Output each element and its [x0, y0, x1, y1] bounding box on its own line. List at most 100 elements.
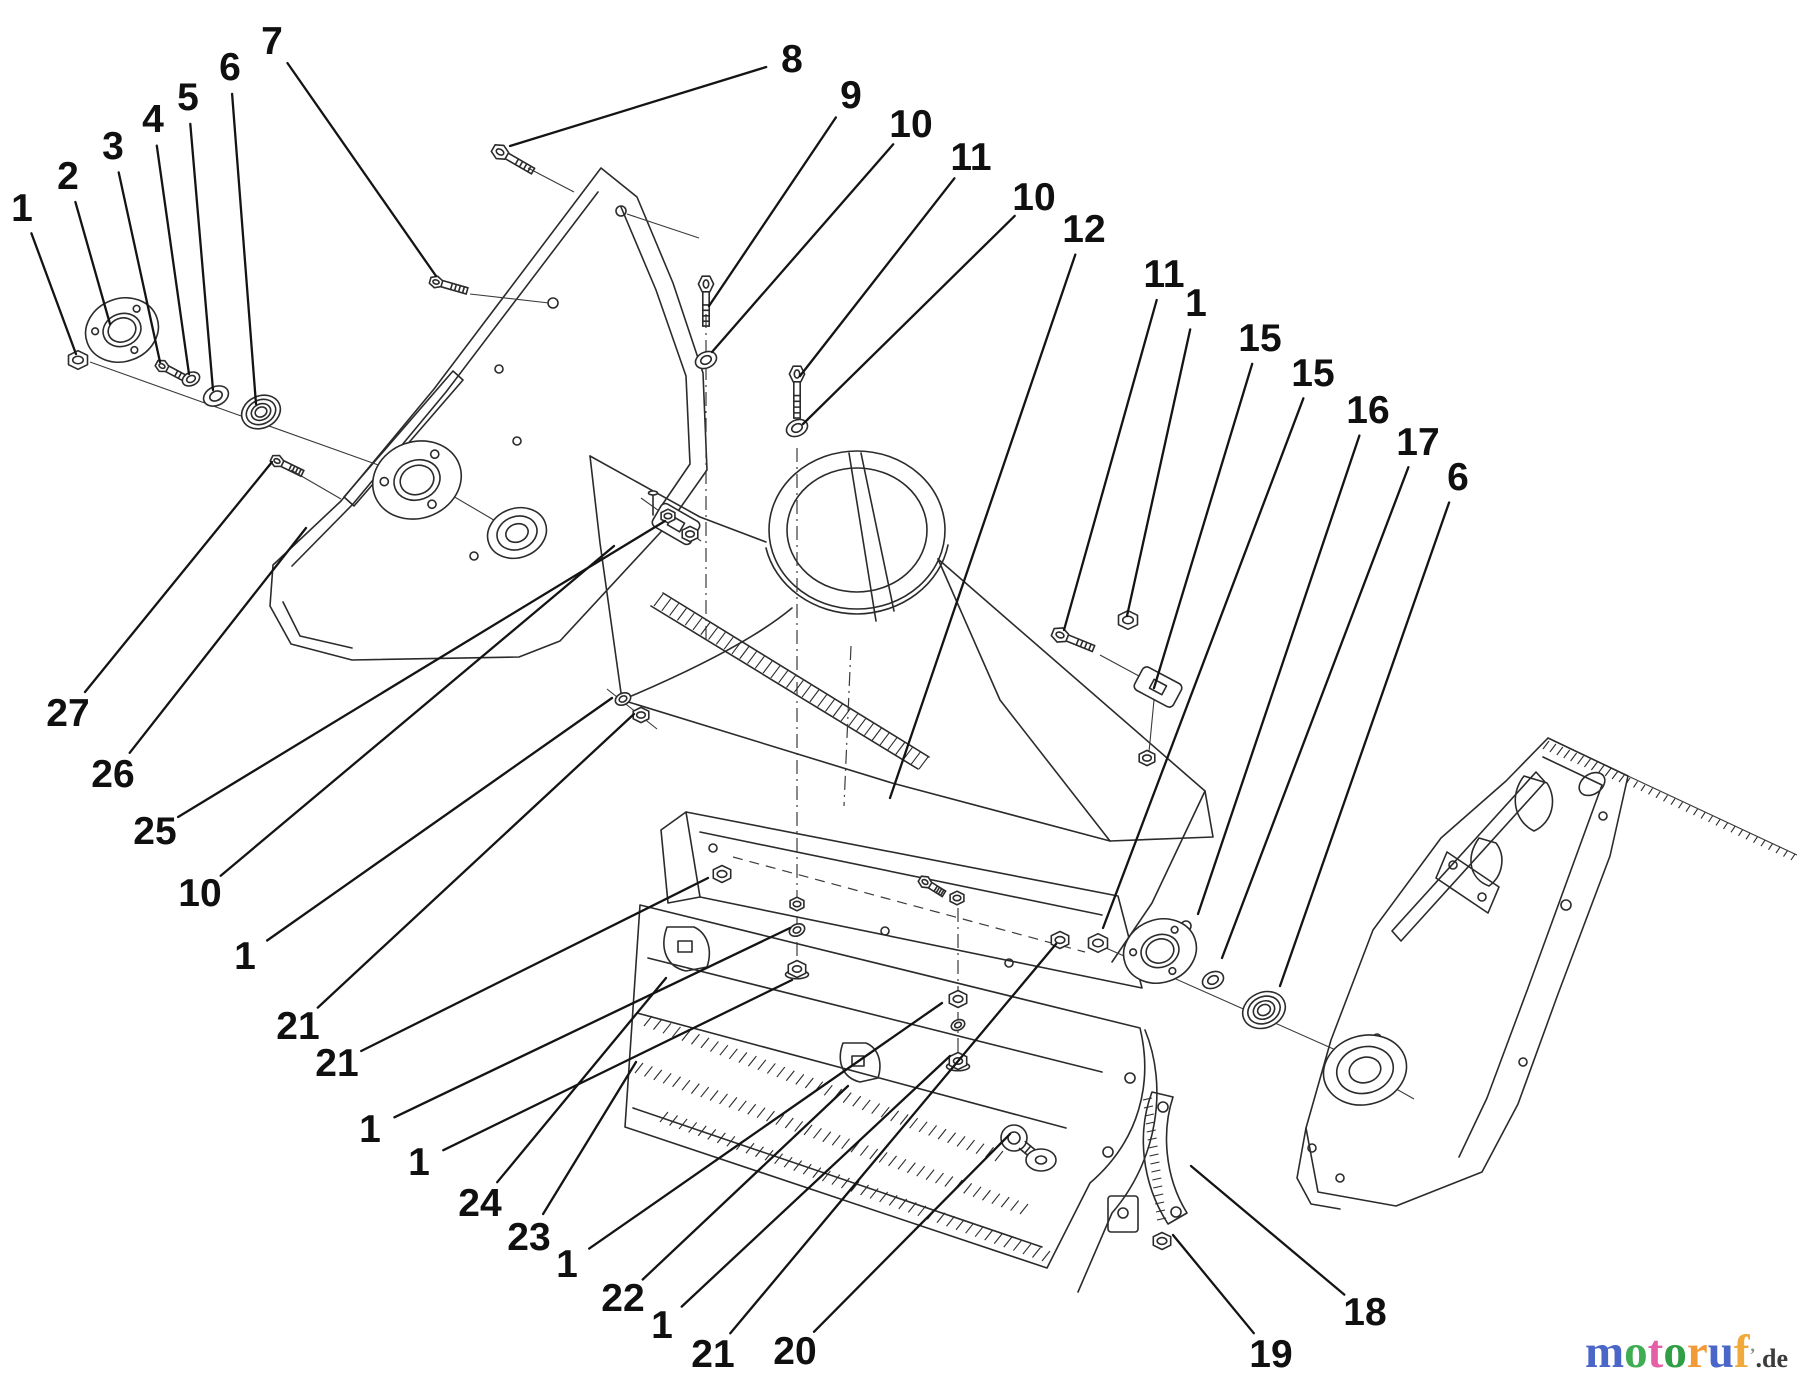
hatch-tick-4 [783, 1156, 793, 1168]
leader-line-3-ref-4 [155, 144, 191, 376]
right-plate-cutout1 [1514, 775, 1554, 832]
hatch-tick-0 [778, 670, 789, 684]
part-nut-18 [681, 525, 699, 543]
hatch-tick-6 [1648, 788, 1653, 795]
motoruf-logo[interactable]: motoruf’.de [1585, 1329, 1788, 1376]
left-plate-hole [547, 297, 559, 309]
hatch-tick-5 [1155, 1209, 1166, 1213]
callout-label-4-ref-5: 5 [177, 76, 199, 119]
housing-serrated-lip-bottom [650, 605, 919, 770]
callout-label-8-ref-9: 9 [840, 74, 862, 117]
hatch-tick-2 [823, 1084, 833, 1096]
callout-label-5-ref-6: 6 [219, 46, 241, 89]
hatch-tick-2 [956, 1136, 966, 1147]
hatch-tick-4 [774, 1153, 784, 1165]
hatch-tick-4 [869, 1188, 879, 1199]
motoruf-logo-suffix: .de [1755, 1344, 1789, 1373]
hatch-tick-3 [822, 1131, 832, 1143]
hatch-tick-4 [1041, 1250, 1051, 1262]
hatch-tick-6 [1670, 798, 1676, 806]
housing-right-gusset [937, 558, 1214, 842]
part-nut-33 [949, 890, 965, 906]
logo-letter: t [1647, 1326, 1664, 1378]
hatch-tick-4 [755, 1146, 764, 1158]
hatch-tick-3 [935, 1172, 944, 1184]
hatch-tick-1 [1563, 749, 1571, 759]
right-side-plate [1296, 737, 1629, 1210]
baffle-hole [880, 926, 890, 936]
right-plate-cutout2 [1470, 837, 1503, 887]
adjuster-arm-hole [1170, 1206, 1182, 1218]
hatch-tick-1 [1611, 770, 1619, 780]
hatch-tick-6 [1768, 843, 1773, 850]
axis-line-11 [606, 688, 658, 730]
hatch-tick-2 [909, 1117, 919, 1129]
hatch-tick-2 [662, 1022, 672, 1034]
hatch-tick-2 [766, 1063, 776, 1074]
motoruf-logo-word: motoruf [1585, 1329, 1749, 1376]
logo-letter: m [1585, 1326, 1625, 1378]
hatch-tick-5 [1146, 1129, 1156, 1133]
hatch-tick-6 [1663, 794, 1668, 802]
hatch-tick-4 [726, 1135, 736, 1147]
hatch-tick-2 [700, 1037, 710, 1049]
leader-line-0-ref-1 [30, 232, 78, 356]
callout-label-23-ref-10: 10 [178, 872, 221, 915]
callout-label-26-ref-21: 21 [315, 1042, 358, 1085]
hatch-tick-3 [878, 1152, 888, 1163]
hatch-tick-3 [1019, 1203, 1029, 1215]
hatch-tick-2 [795, 1074, 805, 1085]
hardware-parts [67, 144, 1408, 1251]
hatch-tick-2 [757, 1059, 767, 1071]
hatch-tick-3 [859, 1145, 869, 1156]
latch-bracket-mid-hole [851, 1055, 865, 1067]
housing-serrated-lip-top [662, 592, 930, 758]
callout-label-34-ref-21: 21 [691, 1333, 734, 1376]
hatch-tick-3 [803, 1124, 813, 1136]
hatch-tick-2 [947, 1132, 956, 1144]
chute-ring-inner [786, 467, 928, 593]
part-nut-23 [1087, 932, 1109, 954]
logo-letter: o [1663, 1326, 1687, 1378]
axis-line-15 [626, 213, 700, 239]
callout-label-14-ref-1: 1 [1185, 282, 1207, 325]
callout-label-12-ref-12: 12 [1062, 208, 1105, 251]
hatch-tick-6 [1745, 832, 1751, 840]
leader-line-8-ref-9 [707, 116, 838, 308]
hatch-tick-4 [907, 1202, 917, 1213]
adjuster-bracket-hole [1117, 1207, 1129, 1219]
hatch-tick-0 [692, 617, 703, 631]
scraper-outline [624, 904, 1146, 1269]
hatch-tick-6 [1655, 791, 1661, 799]
hatch-tick-2 [653, 1019, 662, 1030]
hatch-tick-3 [794, 1121, 804, 1132]
hatch-tick-0 [739, 646, 750, 660]
leader-line-32-ref-22 [641, 1084, 850, 1281]
axis-line-17 [1627, 775, 1798, 856]
hatch-tick-2 [709, 1041, 719, 1052]
part-boltD-7 [490, 144, 536, 175]
baffle-left-tab [660, 811, 701, 904]
hatch-tick-2 [643, 1015, 653, 1027]
hatch-tick-3 [653, 1069, 663, 1081]
hatch-tick-2 [672, 1026, 681, 1038]
hatch-tick-2 [719, 1044, 729, 1056]
hatch-tick-4 [802, 1163, 812, 1175]
callout-label-30-ref-23: 23 [507, 1216, 550, 1259]
part-flange3-1 [84, 297, 160, 363]
hatch-tick-2 [776, 1066, 786, 1078]
hatch-tick-2 [994, 1150, 1004, 1162]
hatch-tick-0 [676, 608, 687, 621]
leader-line-16-ref-15 [1101, 397, 1305, 930]
hatch-tick-4 [860, 1184, 869, 1196]
leader-line-23-ref-10 [219, 544, 616, 877]
part-washer-38 [614, 691, 632, 707]
part-flange3-24 [1122, 918, 1198, 984]
hatch-tick-5 [1151, 1169, 1161, 1173]
axis-line-3 [843, 645, 852, 807]
hatch-tick-0 [747, 651, 757, 664]
callout-label-24-ref-1: 1 [234, 935, 256, 978]
part-boltD-8 [269, 454, 305, 478]
chute-ring-outer [768, 450, 946, 610]
hatch-tick-6 [1730, 826, 1736, 833]
